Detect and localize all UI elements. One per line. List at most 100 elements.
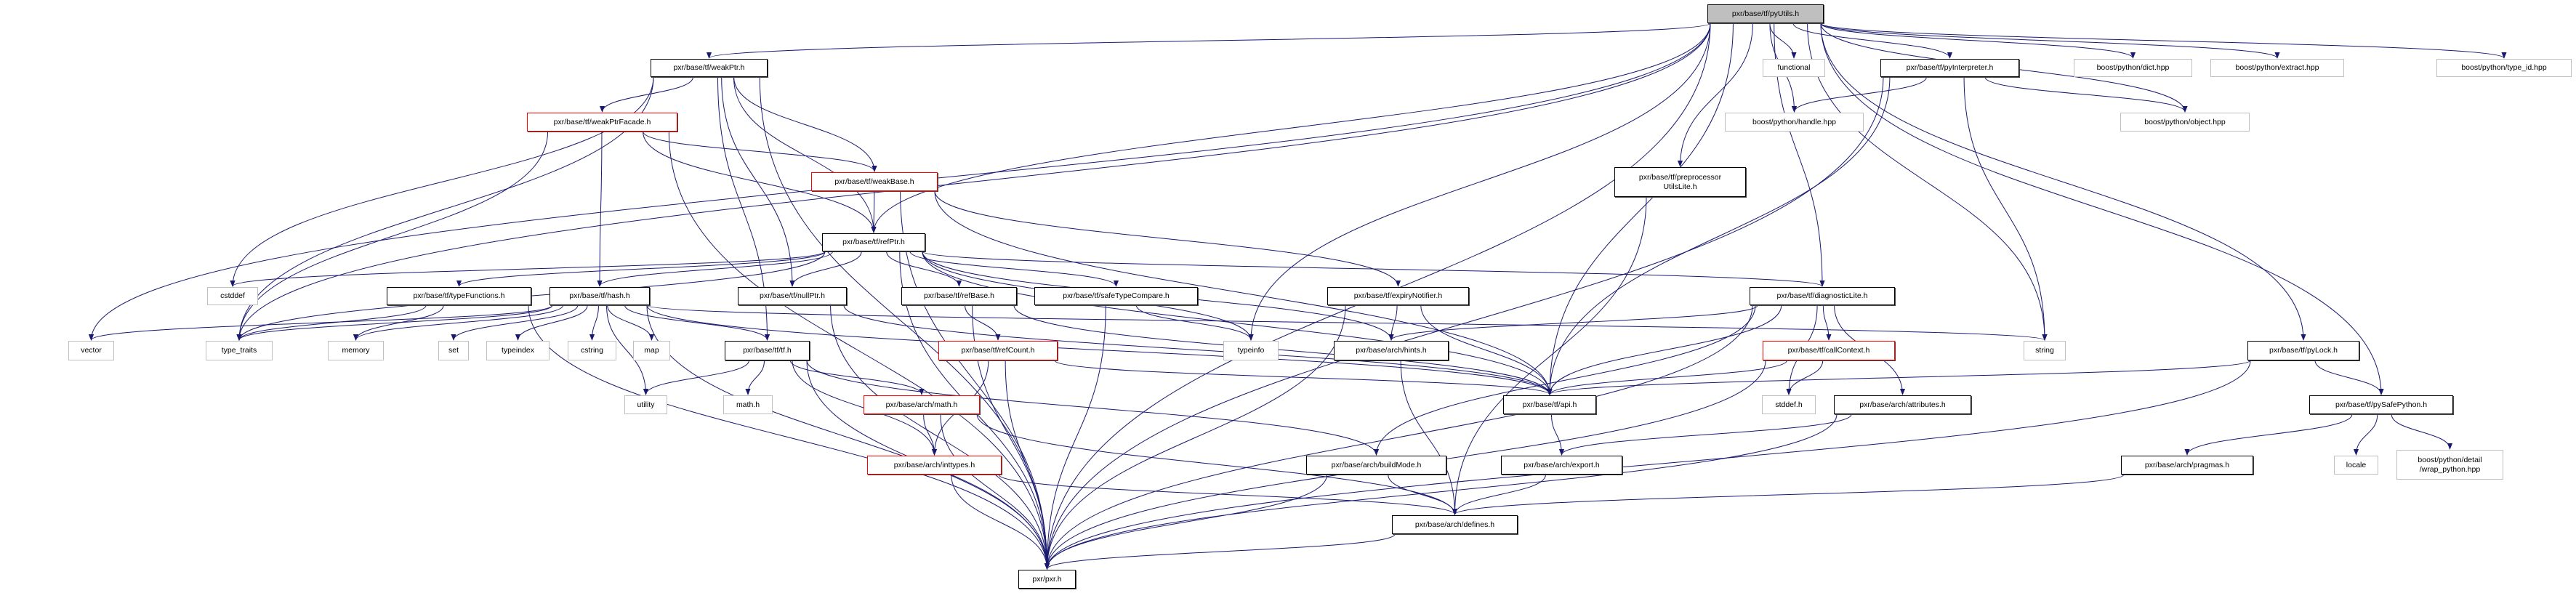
edge-weakptrfacade-to-type_traits: [236, 131, 549, 341]
graph-node-typefunctions[interactable]: pxr/base/tf/typeFunctions.h: [387, 287, 531, 305]
edge-refcount-to-pxr: [1005, 360, 1050, 570]
edge-hints-to-defines: [1400, 360, 1458, 515]
graph-node-diagnosticlite[interactable]: pxr/base/tf/diagnosticLite.h: [1750, 287, 1895, 305]
graph-node-typeid: boost/python/type_id.hpp: [2436, 59, 2572, 77]
edge-expirynotifier-to-hints: [1388, 304, 1398, 341]
edge-pyutils-to-refptr: [871, 23, 1711, 233]
edge-pyutils-to-type_traits: [236, 23, 1711, 341]
graph-node-handle: boost/python/handle.hpp: [1725, 113, 1864, 132]
graph-node-expirynotifier[interactable]: pxr/base/tf/expiryNotifier.h: [1327, 287, 1469, 305]
edge-weakptr-to-weakptrfacade: [599, 76, 693, 113]
edge-refptr-to-cstddef: [230, 251, 826, 287]
edge-pyinterpreter-to-object: [1984, 76, 2188, 113]
graph-node-wrap: boost/python/detail /wrap_python.hpp: [2396, 450, 2503, 480]
edge-pyutils-to-pylock: [1820, 23, 2306, 341]
graph-node-attributes[interactable]: pxr/base/arch/attributes.h: [1834, 395, 1971, 414]
edge-api-to-export: [1550, 414, 1565, 456]
edge-expirynotifier-to-api: [1420, 304, 1553, 395]
graph-node-pyinterpreter[interactable]: pxr/base/tf/pyInterpreter.h: [1880, 59, 2019, 77]
edge-refptr-to-safetypecompare: [909, 251, 1119, 287]
edge-refcount-to-api: [1054, 360, 1553, 395]
edge-weakptr-to-weakbase: [733, 76, 877, 172]
edge-weakptr-to-cstddef: [230, 76, 654, 287]
graph-node-api[interactable]: pxr/base/tf/api.h: [1503, 395, 1596, 414]
graph-node-refptr[interactable]: pxr/base/tf/refPtr.h: [822, 233, 925, 251]
edge-pyutils-to-typeid: [1820, 23, 2507, 59]
graph-node-safetypecompare[interactable]: pxr/base/tf/safeTypeCompare.h: [1034, 287, 1198, 305]
graph-node-tf[interactable]: pxr/base/tf/tf.h: [725, 341, 810, 360]
edge-pyutils-to-dict: [1820, 23, 2136, 59]
edge-hash-to-set: [451, 304, 579, 341]
graph-node-map: map: [633, 341, 670, 360]
edge-weakptr-to-pxr: [759, 76, 1050, 570]
graph-node-hints[interactable]: pxr/base/arch/hints.h: [1334, 341, 1449, 360]
edge-diagnosticlite-to-hints: [1388, 304, 1758, 341]
graph-node-vector: vector: [68, 341, 114, 360]
graph-node-inttypes[interactable]: pxr/base/arch/inttypes.h: [867, 456, 1002, 475]
edge-weakbase-to-expirynotifier: [934, 190, 1401, 287]
edge-weakptrfacade-to-hash: [597, 131, 603, 287]
graph-node-refcount[interactable]: pxr/base/tf/refCount.h: [938, 341, 1058, 360]
edge-attributes-to-export: [1559, 414, 1852, 456]
edge-weakptrfacade-to-pxr: [668, 131, 1050, 570]
graph-node-cstring: cstring: [568, 341, 616, 360]
graph-node-pylock[interactable]: pxr/base/tf/pyLock.h: [2247, 341, 2359, 360]
edge-tf-to-utility: [643, 360, 749, 395]
edge-preproc-to-defines: [1452, 196, 1647, 515]
edge-hash-to-cstring: [589, 304, 599, 341]
edge-hash-to-string: [646, 304, 2047, 341]
graph-node-archmath[interactable]: pxr/base/arch/math.h: [864, 395, 980, 414]
graph-node-refbase[interactable]: pxr/base/tf/refBase.h: [901, 287, 1017, 305]
edge-safetypecompare-to-pxr: [1044, 304, 1106, 570]
graph-node-callcontext[interactable]: pxr/base/tf/callContext.h: [1763, 341, 1895, 360]
graph-node-weakptrfacade[interactable]: pxr/base/tf/weakPtrFacade.h: [527, 113, 677, 132]
graph-node-preproc[interactable]: pxr/base/tf/preprocessor UtilsLite.h: [1614, 167, 1746, 197]
graph-node-buildmode[interactable]: pxr/base/arch/buildMode.h: [1306, 456, 1446, 475]
edge-safetypecompare-to-typeinfo: [1135, 304, 1254, 341]
edge-weakbase-to-pxr: [900, 190, 1050, 570]
edge-defines-to-pxr: [1045, 533, 1396, 570]
edge-tf-to-mathh: [745, 360, 765, 395]
edge-archmath-to-inttypes: [923, 414, 938, 456]
edge-refptr-to-typefunctions: [456, 251, 826, 287]
edge-archmath-to-defines: [976, 414, 1458, 515]
edge-hash-to-utility: [606, 304, 649, 395]
edge-pyinterpreter-to-handle: [1791, 76, 1927, 113]
edge-archmath-to-pxr: [940, 414, 1050, 570]
edge-refptr-to-type_traits: [236, 251, 826, 341]
edge-refptr-to-nullptr: [789, 251, 862, 287]
graph-node-memory: memory: [328, 341, 384, 360]
edge-pysafepython-to-pragmas: [2184, 414, 2353, 456]
edge-hash-to-map: [607, 304, 655, 341]
graph-node-pxr[interactable]: pxr/pxr.h: [1018, 570, 1076, 589]
edge-nullptr-to-api: [843, 304, 1553, 395]
graph-node-pragmas[interactable]: pxr/base/arch/pragmas.h: [2121, 456, 2253, 475]
edge-pyinterpreter-to-string: [1963, 76, 2048, 341]
edge-weakptrfacade-to-weakbase: [643, 131, 877, 172]
edge-pyutils-to-weakptr: [707, 23, 1711, 59]
graph-node-pyutils[interactable]: pxr/base/tf/pyUtils.h: [1707, 4, 1824, 23]
graph-node-weakbase[interactable]: pxr/base/tf/weakBase.h: [811, 172, 938, 191]
graph-node-export[interactable]: pxr/base/arch/export.h: [1501, 456, 1622, 475]
edge-refptr-to-refbase: [886, 251, 962, 287]
graph-node-hash[interactable]: pxr/base/tf/hash.h: [550, 287, 650, 305]
edge-expirynotifier-to-pxr: [1044, 304, 1346, 570]
graph-node-defines[interactable]: pxr/base/arch/defines.h: [1392, 515, 1518, 534]
graph-node-pysafepython[interactable]: pxr/base/tf/pySafePython.h: [2309, 395, 2453, 414]
edge-typefunctions-to-type_traits: [236, 304, 427, 341]
graph-node-nullptr[interactable]: pxr/base/tf/nullPtr.h: [738, 287, 847, 305]
graph-node-utility: utility: [624, 395, 667, 414]
edge-refptr-to-api: [922, 251, 1553, 395]
edge-hash-to-api: [646, 304, 1553, 395]
edge-pylock-to-api: [1547, 360, 2251, 395]
graph-node-weakptr[interactable]: pxr/base/tf/weakPtr.h: [651, 59, 768, 77]
graph-node-stddef: stddef.h: [1762, 395, 1816, 414]
graph-node-string: string: [2024, 341, 2066, 360]
edge-callcontext-to-stddef: [1786, 360, 1824, 395]
edge-tf-to-inttypes: [792, 360, 938, 456]
edge-hash-to-typeindex: [515, 304, 588, 341]
edge-typefunctions-to-pxr: [528, 304, 1050, 570]
graph-node-functional: functional: [1763, 59, 1825, 77]
edge-hash-to-type_traits: [236, 304, 553, 341]
edge-refbase-to-refcount: [965, 304, 1001, 341]
